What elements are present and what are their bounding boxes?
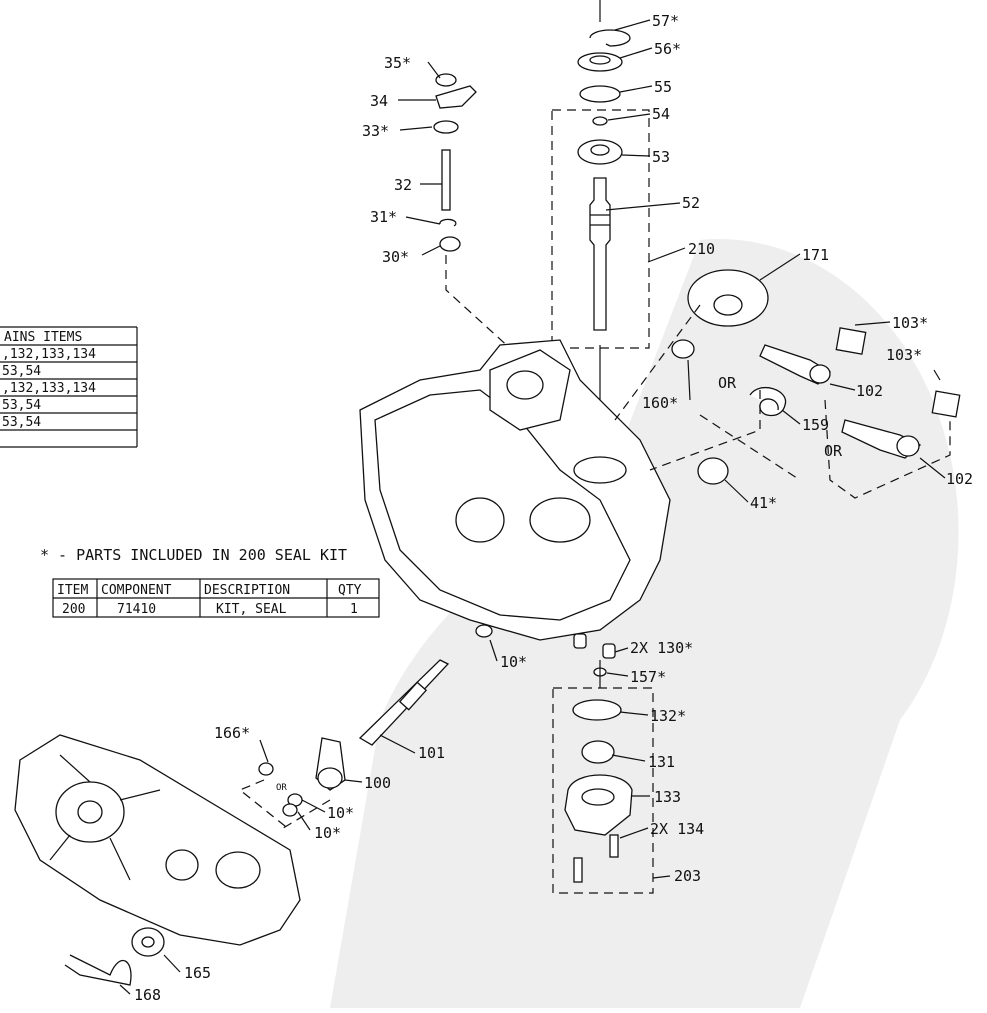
callout-label: 168 bbox=[134, 986, 161, 1004]
callout-label: 10* bbox=[314, 824, 341, 842]
ring-33 bbox=[433, 120, 459, 134]
output-shaft-assembly bbox=[258, 624, 493, 817]
seal-kit-header-component: COMPONENT bbox=[101, 583, 172, 598]
callout-label: 10* bbox=[327, 804, 354, 822]
callout-label: 157* bbox=[630, 668, 666, 686]
callout-label: 31* bbox=[370, 208, 397, 226]
seal-kit-header-description: DESCRIPTION bbox=[204, 583, 290, 598]
bolt-134-left bbox=[573, 857, 583, 883]
callout-label: 57* bbox=[652, 12, 679, 30]
transaxle-housing bbox=[359, 339, 671, 641]
callout-label: 52 bbox=[682, 194, 700, 212]
seal-kit-header-qty: QTY bbox=[338, 583, 362, 598]
seal-kit-cell-component: 71410 bbox=[117, 602, 156, 617]
callout-label: 32 bbox=[394, 176, 412, 194]
group-box-203 bbox=[552, 687, 654, 894]
callout-label: 33* bbox=[362, 122, 389, 140]
oring-132 bbox=[572, 699, 622, 721]
callout-label: 171 bbox=[802, 246, 829, 264]
callout-label: 34 bbox=[370, 92, 388, 110]
callout-label: 166* bbox=[214, 724, 250, 742]
shaft-32 bbox=[441, 149, 451, 211]
bolt-134-right bbox=[609, 834, 619, 858]
shaft-52 bbox=[589, 177, 611, 331]
rotor-131 bbox=[581, 740, 615, 764]
right-side-parts bbox=[614, 269, 961, 499]
callout-label: 103* bbox=[886, 346, 922, 364]
kit-table-header: AINS ITEMS bbox=[4, 330, 82, 345]
kit-table-row: 53,54 bbox=[2, 415, 41, 430]
cap-166 bbox=[258, 762, 274, 776]
lower-assembly bbox=[552, 633, 654, 894]
seal-160 bbox=[671, 339, 695, 359]
callout-label: 2X 134 bbox=[650, 820, 704, 838]
callout-label: 159 bbox=[802, 416, 829, 434]
oring-10-top bbox=[475, 624, 493, 638]
control-shaft-assembly bbox=[433, 73, 546, 381]
callout-label: 2X 130* bbox=[630, 639, 693, 657]
callout-label: 100 bbox=[364, 774, 391, 792]
kit-table-row: ,132,133,134 bbox=[2, 381, 96, 396]
seal-30 bbox=[439, 236, 461, 252]
washer-35 bbox=[435, 73, 457, 87]
callout-label: 10* bbox=[500, 653, 527, 671]
kit-table-row: 53,54 bbox=[2, 398, 41, 413]
callout-label: 133 bbox=[654, 788, 681, 806]
seal-kit-header-item: ITEM bbox=[57, 583, 88, 598]
callout-label: OR bbox=[276, 783, 287, 793]
callout-labels: 57* 56* 55 54 53 52 210 171 35* 34 33* 3… bbox=[134, 12, 973, 1004]
callout-label: 102 bbox=[856, 382, 883, 400]
callout-label: 53 bbox=[652, 148, 670, 166]
ring-54 bbox=[592, 116, 608, 126]
input-shaft-assembly bbox=[551, 0, 650, 460]
seal-kit-cell-description: KIT, SEAL bbox=[216, 602, 287, 617]
callout-label: 160* bbox=[642, 394, 678, 412]
spring-159 bbox=[749, 386, 787, 417]
seal-kit-note: * - PARTS INCLUDED IN 200 SEAL KIT bbox=[40, 546, 347, 564]
retaining-ring-57 bbox=[589, 29, 631, 47]
callout-label: 30* bbox=[382, 248, 409, 266]
cover-housing bbox=[14, 734, 301, 986]
ring-55 bbox=[579, 85, 621, 103]
arm-34 bbox=[435, 85, 477, 109]
seal-kit-table: * - PARTS INCLUDED IN 200 SEAL KIT ITEM … bbox=[40, 546, 380, 618]
callout-label: 54 bbox=[652, 105, 670, 123]
oring-10-low bbox=[282, 803, 298, 817]
callout-label: 41* bbox=[750, 494, 777, 512]
callout-label: 131 bbox=[648, 753, 675, 771]
kit-table-row: ,132,133,134 bbox=[2, 347, 96, 362]
callout-label: 55 bbox=[654, 78, 672, 96]
callout-label: 103* bbox=[892, 314, 928, 332]
callout-label: 203 bbox=[674, 867, 701, 885]
leader-lines bbox=[119, 19, 946, 995]
clip-168 bbox=[64, 954, 132, 986]
callout-label: 101 bbox=[418, 744, 445, 762]
callout-label: 35* bbox=[384, 54, 411, 72]
seal-kit-cell-item: 200 bbox=[62, 602, 85, 617]
callout-label: OR bbox=[824, 442, 843, 460]
clip-103-upper bbox=[835, 327, 867, 355]
kit-table-row: 53,54 bbox=[2, 364, 41, 379]
callout-label: 56* bbox=[654, 40, 681, 58]
clip-31 bbox=[439, 218, 457, 227]
seal-41 bbox=[697, 457, 729, 485]
kit-items-table: AINS ITEMS ,132,133,134 53,54 ,132,133,1… bbox=[0, 326, 138, 448]
callout-label: 165 bbox=[184, 964, 211, 982]
plug-130-left bbox=[573, 633, 587, 649]
seal-kit-cell-qty: 1 bbox=[350, 602, 358, 617]
callout-label: 102 bbox=[946, 470, 973, 488]
clip-103-lower bbox=[931, 390, 961, 418]
callout-label: 210 bbox=[688, 240, 715, 258]
callout-label: OR bbox=[718, 374, 737, 392]
plug-130-right bbox=[602, 643, 616, 659]
callout-label: 132* bbox=[650, 707, 686, 725]
background-watermark-shape bbox=[330, 239, 959, 1008]
